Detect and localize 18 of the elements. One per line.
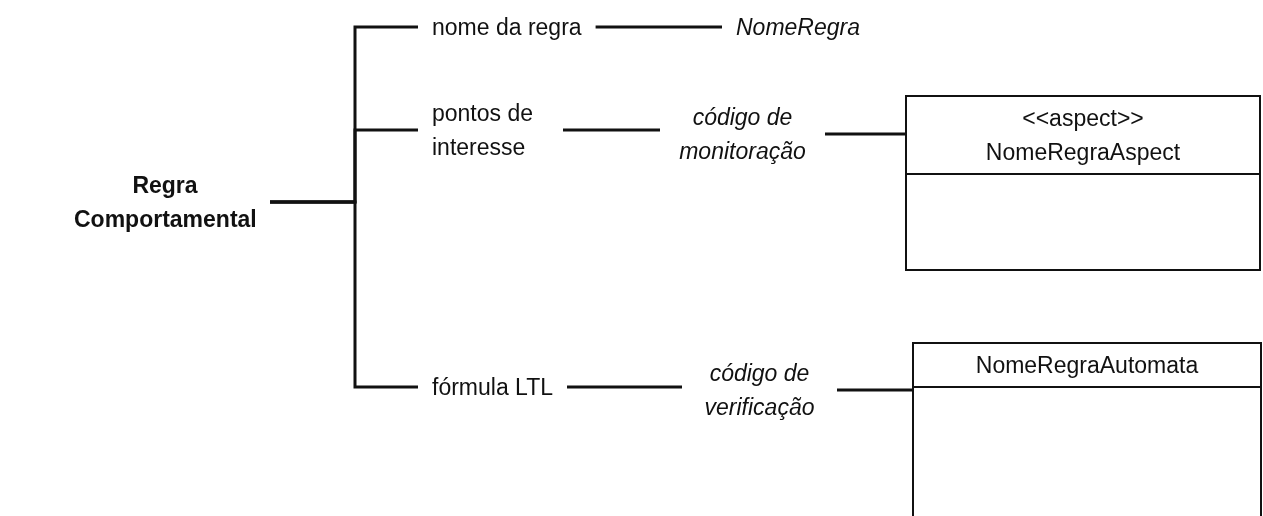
connector-line (563, 128, 660, 132)
connector-line (567, 385, 682, 389)
class-box (912, 342, 1262, 516)
code-element-label: NomeRegra (722, 10, 874, 44)
code-element-label: código de verificação (682, 356, 837, 424)
class-name: NomeRegraAspect (984, 138, 1182, 167)
class-box (905, 95, 1261, 271)
connector-line (270, 200, 418, 389)
code-element-label: código de monitoração (660, 100, 825, 168)
rule-element-label: fórmula LTL (418, 370, 567, 404)
class-stereotype: <<aspect>> (1021, 104, 1145, 133)
class-name: NomeRegraAutomata (974, 351, 1200, 380)
rule-element-label: nome da regra (418, 10, 596, 44)
connector-line (595, 25, 722, 29)
rule-element-label: pontos de interesse (418, 96, 563, 164)
connector-line (837, 388, 912, 392)
root-concept-label: Regra Comportamental (60, 168, 270, 236)
connector-line (825, 132, 905, 136)
